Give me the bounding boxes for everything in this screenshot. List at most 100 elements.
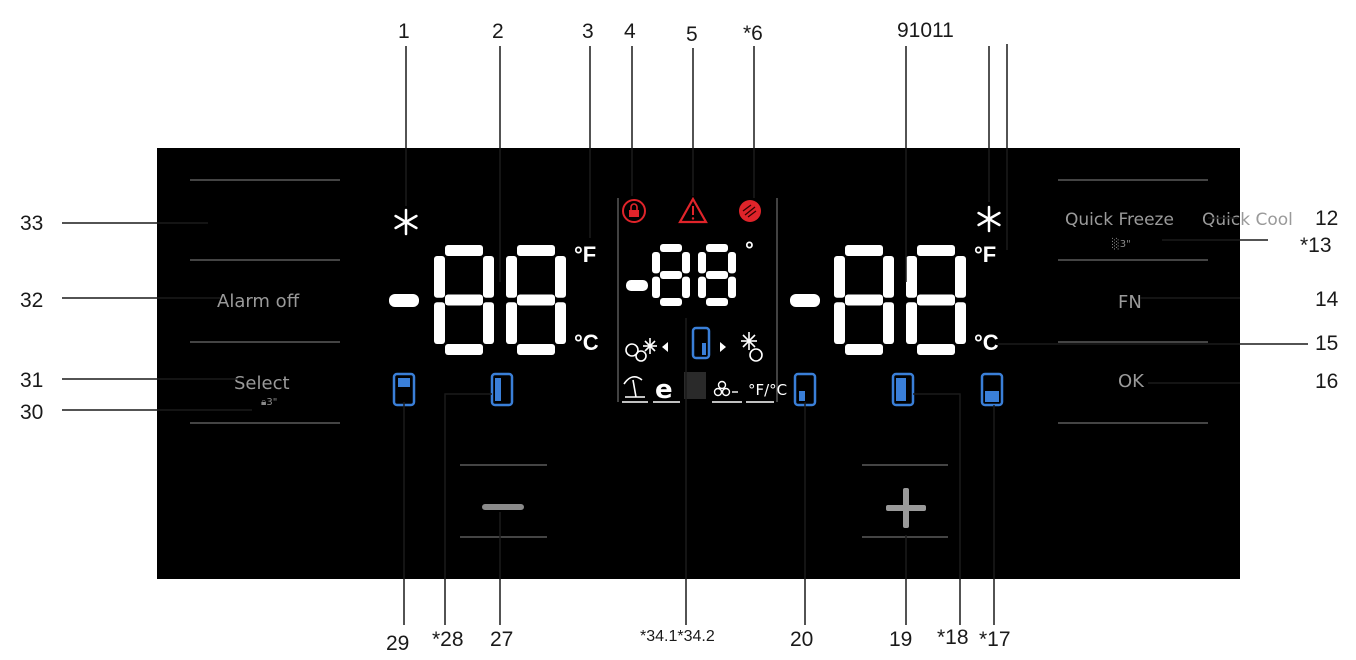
lock-small-icon: 🔒︎ — [261, 397, 267, 408]
segment — [917, 245, 955, 256]
callout-3: 3 — [582, 20, 594, 43]
segment — [698, 276, 706, 298]
segment — [517, 344, 555, 355]
callout-32: 32 — [20, 289, 44, 312]
door-bar-icon — [490, 372, 514, 407]
ice-maker-icon — [713, 380, 738, 397]
segment — [955, 256, 966, 298]
right-unit-c: °C — [974, 330, 999, 355]
panel-dividers — [190, 179, 1208, 538]
segment — [434, 256, 445, 298]
warning-icon — [678, 196, 708, 224]
select-button[interactable]: Select — [234, 373, 290, 394]
segment — [555, 256, 566, 298]
callout-31: 31 — [20, 369, 44, 392]
callout-29: 29 — [386, 632, 410, 655]
door-bar-icon — [891, 372, 915, 407]
segment — [660, 244, 682, 252]
arrow-left-icon — [662, 342, 668, 352]
segment-digit — [506, 245, 566, 355]
segment — [506, 302, 517, 344]
segment — [682, 276, 690, 298]
door-bar-icon — [392, 372, 416, 407]
arrow-right-icon — [720, 342, 726, 352]
leader-lines — [62, 44, 1308, 625]
minus-icon — [482, 504, 524, 510]
snowflake-icon — [394, 208, 418, 236]
segment — [483, 302, 494, 344]
segment-digit — [434, 245, 494, 355]
segment-digit — [652, 244, 690, 306]
segment — [706, 271, 728, 279]
segment — [706, 298, 728, 306]
lock-icon — [622, 199, 646, 223]
right-minus-segment — [790, 294, 820, 307]
door-bar-icon — [793, 372, 817, 407]
callout-12: 12 — [1315, 207, 1339, 230]
right-unit-f: °F — [974, 242, 996, 267]
segment — [883, 302, 894, 344]
segment — [917, 344, 955, 355]
callout-15: 15 — [1315, 332, 1339, 355]
segment — [660, 298, 682, 306]
snowflake-icon — [977, 205, 1001, 233]
segment — [517, 294, 555, 306]
callout-33: 33 — [20, 212, 44, 235]
callout-34: *34.1*34.2 — [640, 628, 715, 645]
quick-freeze-button[interactable]: Quick Freeze — [1065, 210, 1174, 230]
segment-digit — [906, 245, 966, 355]
alarm-off-button[interactable]: Alarm off — [217, 291, 300, 312]
callout-30: 30 — [20, 401, 44, 424]
segment-digit — [698, 244, 736, 306]
callout-19: 19 — [889, 628, 913, 651]
quick-hold-label: ░3" — [1112, 239, 1131, 250]
segment — [845, 294, 883, 306]
segment — [506, 256, 517, 298]
plus-icon — [886, 488, 926, 528]
segment — [652, 252, 660, 274]
segment — [906, 256, 917, 298]
hatch-small-icon: ░ — [1112, 239, 1120, 250]
segment — [483, 256, 494, 298]
fn-button[interactable]: FN — [1118, 292, 1142, 313]
left-temperature-display — [434, 245, 566, 355]
left-unit-f: °F — [574, 242, 596, 267]
callout-20: 20 — [790, 628, 814, 651]
callout-18: *18 — [937, 626, 969, 649]
callout-14: 14 — [1315, 288, 1339, 311]
segment — [883, 256, 894, 298]
door-bar-icon — [980, 372, 1004, 407]
fridge-mode-icon — [625, 338, 657, 362]
segment — [728, 276, 736, 298]
segment — [834, 302, 845, 344]
filter-icon — [739, 200, 761, 222]
right-temperature-display — [834, 245, 966, 355]
segment — [698, 252, 706, 274]
segment — [445, 344, 483, 355]
segment — [706, 244, 728, 252]
segment-digit — [834, 245, 894, 355]
left-minus-segment — [389, 294, 419, 307]
segment — [660, 271, 682, 279]
segment — [917, 294, 955, 306]
callout-2: 2 — [492, 20, 504, 43]
callout-6: *6 — [743, 22, 763, 45]
segment — [445, 294, 483, 306]
center-display — [652, 244, 736, 306]
ok-button[interactable]: OK — [1118, 371, 1144, 392]
callout-1: 1 — [398, 20, 410, 43]
vacation-icon — [623, 376, 645, 398]
segment — [834, 256, 845, 298]
lock-hold-label: 🔒︎3" — [261, 397, 278, 408]
segment — [434, 302, 445, 344]
segment — [845, 245, 883, 256]
segment — [652, 276, 660, 298]
center-minus-segment — [626, 280, 648, 291]
door-bar-icon — [691, 326, 711, 360]
callout-16: 16 — [1315, 370, 1339, 393]
quick-cool-button[interactable]: Quick Cool — [1202, 210, 1293, 230]
unit-toggle-icon: °F/°C — [748, 381, 787, 399]
segment — [517, 245, 555, 256]
segment — [555, 302, 566, 344]
